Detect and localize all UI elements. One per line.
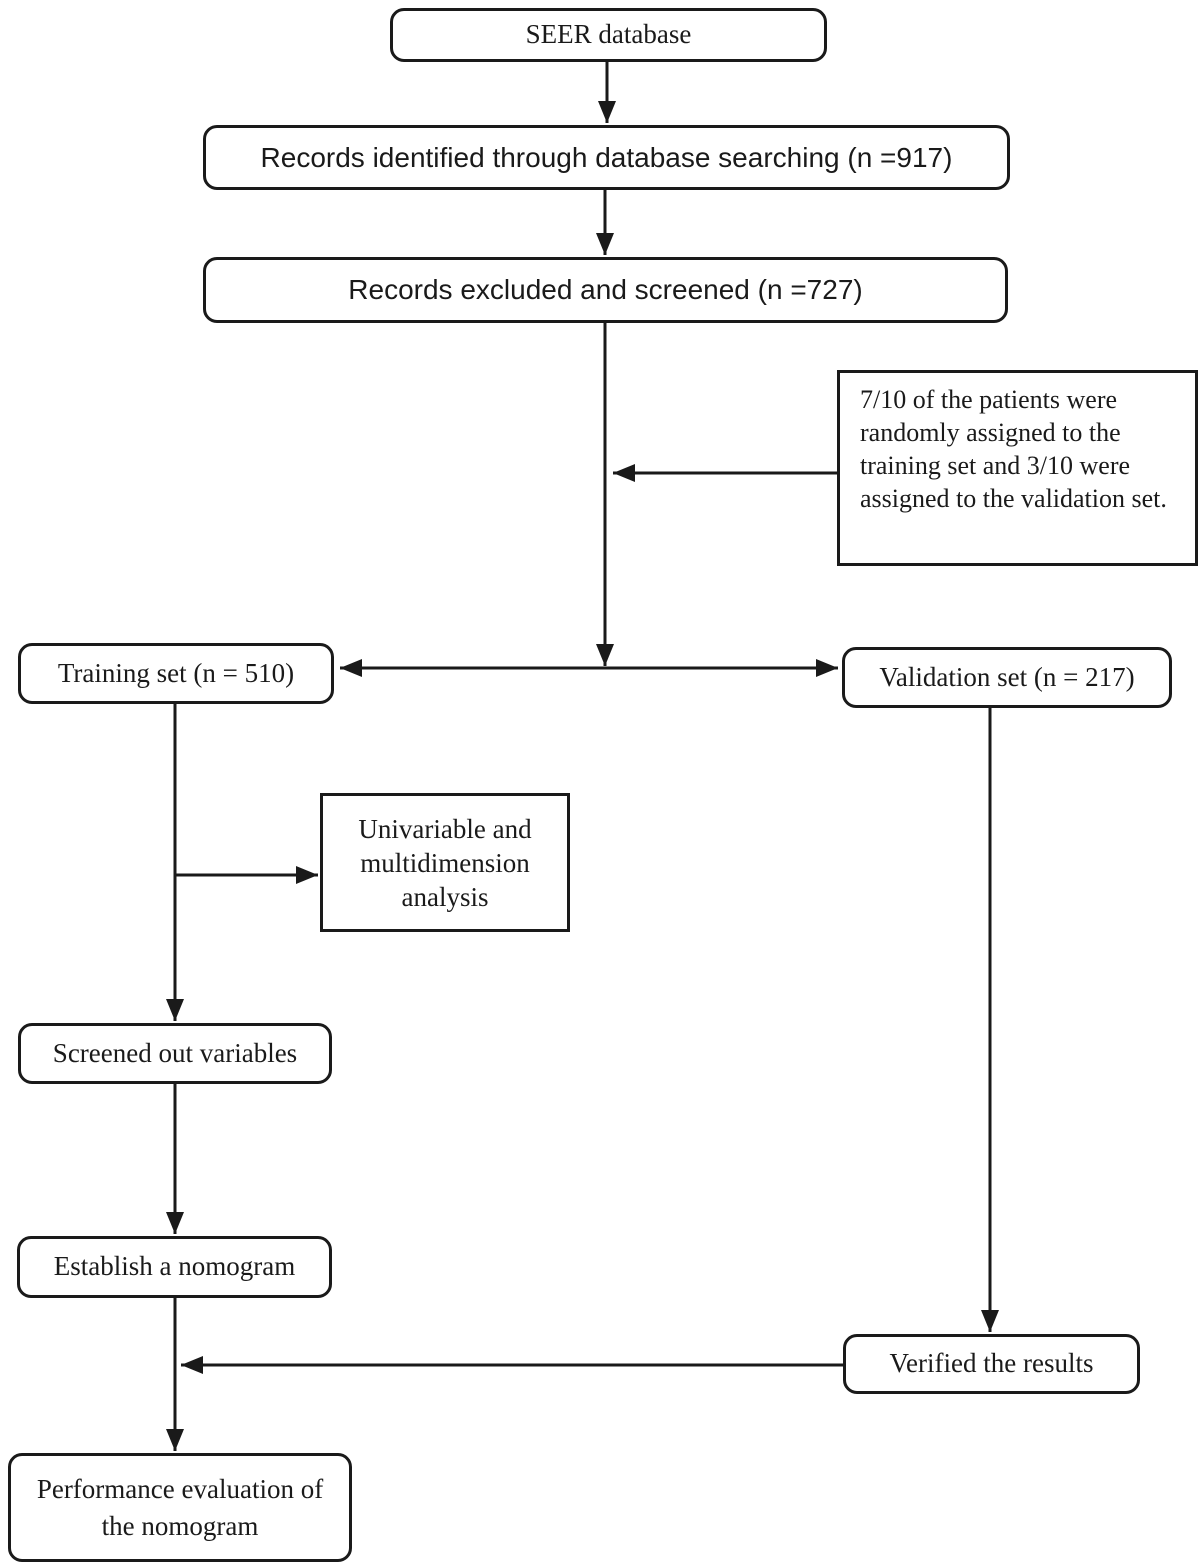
node-records-excluded: Records excluded and screened (n =727) <box>203 257 1008 323</box>
node-performance-evaluation: Performance evaluation of the nomogram <box>8 1453 352 1562</box>
node-screened-variables: Screened out variables <box>18 1023 332 1084</box>
node-verified-results: Verified the results <box>843 1334 1140 1394</box>
node-establish-nomogram: Establish a nomogram <box>17 1236 332 1298</box>
node-validation-set: Validation set (n = 217) <box>842 647 1172 708</box>
node-seer-database: SEER database <box>390 8 827 62</box>
node-univariable-analysis: Univariable and multidimension analysis <box>320 793 570 932</box>
node-training-set: Training set (n = 510) <box>18 643 334 704</box>
node-records-identified: Records identified through database sear… <box>203 125 1010 190</box>
node-split-note: 7/10 of the patients were randomly assig… <box>837 370 1198 566</box>
